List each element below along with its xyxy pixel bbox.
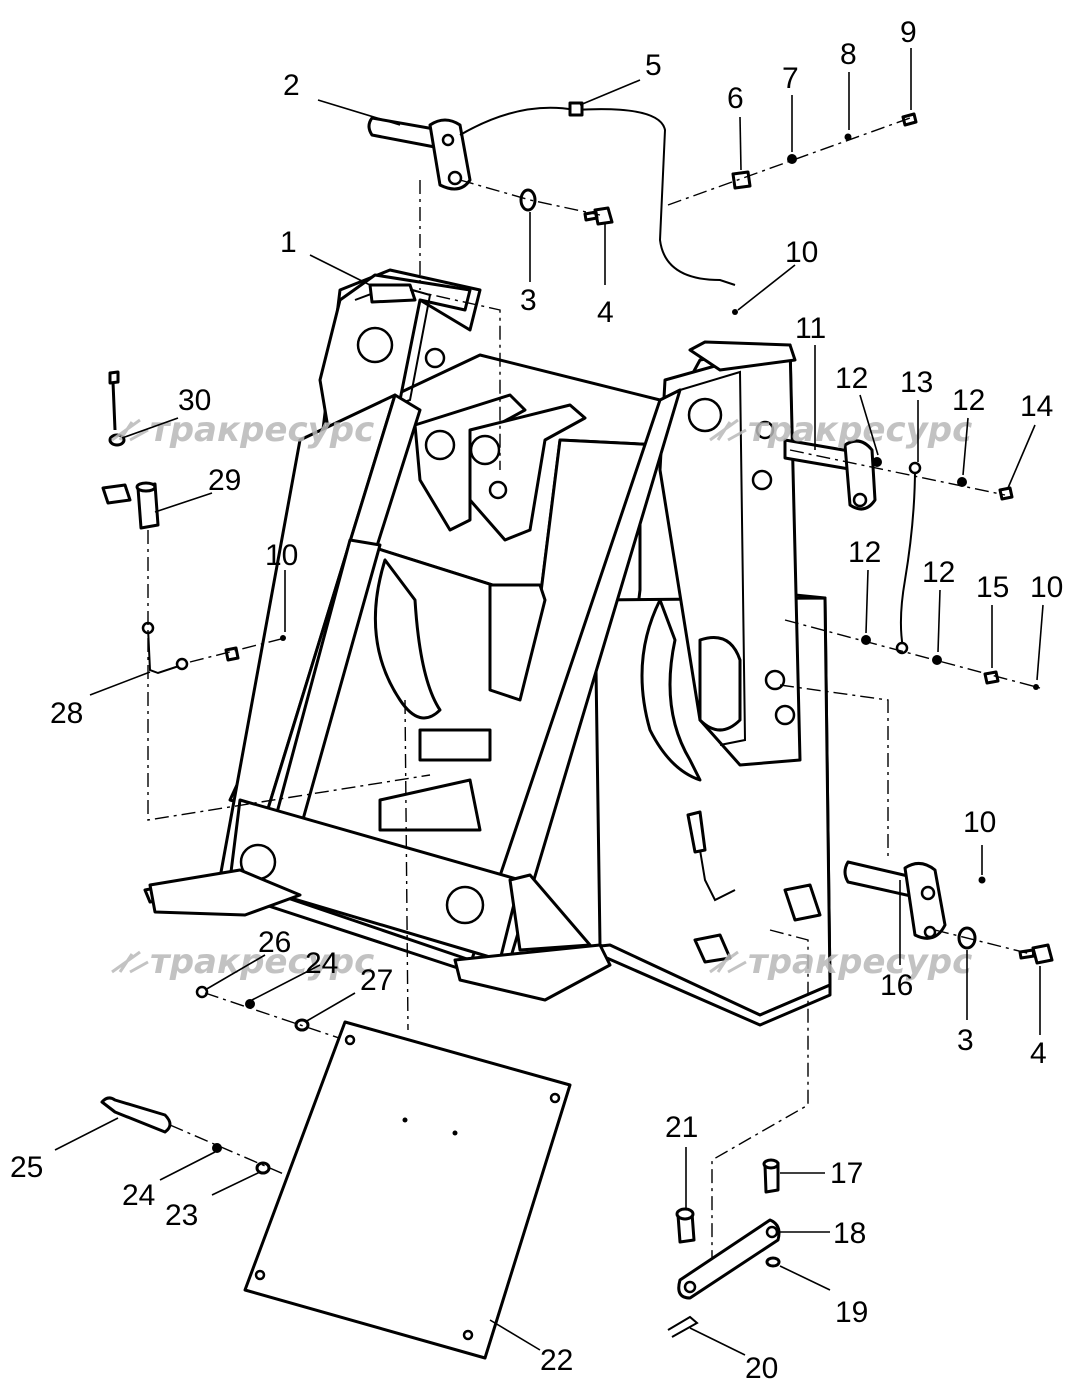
screw-9	[901, 112, 918, 127]
callout-12-d: 12	[922, 556, 955, 589]
watermark-4: тракресурс	[709, 942, 972, 982]
link-18	[677, 1218, 781, 1300]
callout-26: 26	[258, 926, 291, 959]
block-30	[101, 483, 132, 505]
callout-23: 23	[165, 1199, 198, 1232]
callout-3: 3	[520, 284, 537, 317]
callout-9: 9	[900, 16, 917, 49]
cover-plate-22	[243, 1020, 572, 1360]
watermark-1: тракресурс	[111, 410, 374, 450]
leader-lines	[54, 48, 1044, 1356]
callout-12-b: 12	[952, 384, 985, 417]
callout-11: 11	[795, 312, 826, 345]
pin-16	[843, 860, 947, 940]
callout-19: 19	[835, 1296, 868, 1329]
svg-text:тракресурс: тракресурс	[748, 942, 972, 982]
callout-numbers: 1 2 3 4 5 6 7 8 9 10 11 12 13 12 14 12 1…	[10, 16, 1063, 1385]
callout-21: 21	[665, 1111, 698, 1144]
bolt-4-top	[583, 206, 614, 226]
callout-29: 29	[208, 464, 241, 497]
callout-15: 15	[976, 571, 1009, 604]
callout-6: 6	[727, 82, 744, 115]
callout-3-lower: 3	[957, 1024, 974, 1057]
wire-clip	[568, 101, 584, 117]
nut-10-top	[732, 309, 738, 315]
callout-10-left: 10	[265, 539, 298, 572]
callout-30: 30	[178, 384, 211, 417]
svg-text:тракресурс: тракресурс	[150, 410, 374, 450]
callout-24-a: 24	[305, 947, 338, 980]
callout-2: 2	[283, 69, 300, 102]
main-frame	[143, 268, 832, 1027]
watermark-3: тракресурс	[111, 942, 374, 982]
handle-25	[100, 1096, 172, 1134]
callout-10-right: 10	[1030, 571, 1063, 604]
svg-text:тракресурс: тракресурс	[748, 410, 972, 450]
pin-2	[367, 116, 472, 191]
callout-17: 17	[830, 1157, 863, 1190]
callout-10-top: 10	[785, 236, 818, 269]
callout-28: 28	[50, 697, 83, 730]
callout-4-lower: 4	[1030, 1037, 1047, 1070]
callout-16: 16	[880, 969, 913, 1002]
callout-10-lower: 10	[963, 806, 996, 839]
wire-5	[459, 106, 736, 286]
callout-22: 22	[540, 1344, 573, 1377]
cotter-20	[667, 1315, 699, 1338]
callout-5: 5	[645, 49, 662, 82]
callout-27: 27	[360, 964, 393, 997]
callout-4: 4	[597, 296, 614, 329]
callout-12-a: 12	[835, 362, 868, 395]
axis-11-14	[789, 449, 1006, 496]
watermark-2: тракресурс	[709, 410, 972, 450]
callout-25: 25	[10, 1151, 43, 1184]
washer-3-top	[519, 188, 537, 212]
axis-12-10	[784, 619, 1041, 689]
callout-20: 20	[745, 1352, 778, 1385]
svg-text:тракресурс: тракресурс	[150, 942, 374, 982]
callout-7: 7	[782, 62, 799, 95]
callout-13: 13	[900, 366, 933, 399]
callout-18: 18	[833, 1217, 866, 1250]
callout-12-c: 12	[848, 536, 881, 569]
screw-30	[108, 370, 120, 431]
wire-13	[899, 467, 916, 649]
part-6	[731, 170, 752, 190]
axis-6-9	[667, 117, 911, 206]
callout-14: 14	[1020, 390, 1053, 423]
washer-8	[844, 133, 852, 141]
callout-24-b: 24	[122, 1179, 155, 1212]
callout-1: 1	[280, 226, 297, 259]
sensor-28	[147, 627, 183, 675]
pin-11	[783, 438, 877, 511]
callout-8: 8	[840, 38, 857, 71]
